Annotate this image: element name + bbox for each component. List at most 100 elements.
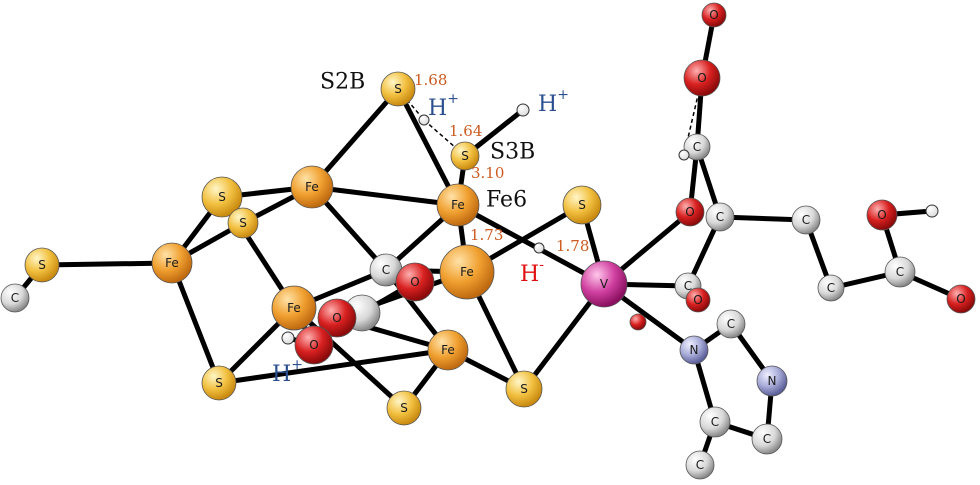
atom-symbol: S (400, 401, 408, 415)
atom-symbol: C (827, 281, 835, 295)
atom-sphere (201, 176, 243, 218)
bond-Fe_bl-S_bot (291, 305, 407, 411)
atom-fe-bot: Fe (427, 329, 469, 371)
atom-c-his3: C (751, 423, 783, 455)
bond-S_left-Fe_left (39, 260, 175, 268)
atom-sphere (290, 165, 334, 209)
atom-symbol: Fe (165, 256, 179, 270)
atom-symbol: C (382, 263, 390, 277)
atom-o-top: O (701, 2, 727, 28)
atom-s-br: S (505, 370, 543, 408)
atom-symbol: C (763, 432, 771, 446)
distance-1-73: 1.73 (470, 226, 503, 244)
atom-n-his1: N (679, 335, 709, 365)
atom-symbol: C (711, 415, 719, 429)
atom-fe6: Fe (436, 183, 480, 227)
atom-sphere (418, 114, 430, 126)
atom-symbol: S (394, 82, 402, 96)
atom-symbol: S (520, 382, 528, 396)
atom-fe-center: Fe (439, 244, 495, 300)
atom-s-right: S (562, 185, 602, 225)
distance-1-78: 1.78 (556, 237, 589, 255)
atom-h-hc2 (925, 204, 939, 218)
atom-h-hc (678, 149, 690, 161)
atom-c-hc4: C (817, 274, 845, 302)
h-plus-bottom-label: H+ (272, 357, 303, 387)
atom-sphere (24, 247, 60, 283)
atom-symbol: O (332, 311, 341, 325)
atom-sphere (439, 244, 495, 300)
atom-symbol: C (693, 140, 701, 154)
atom-sphere (386, 390, 422, 426)
atom-h-s3b (516, 103, 530, 117)
atom-c-hc3: C (791, 205, 821, 235)
bond-Fe_left-S_bl (169, 260, 222, 386)
atom-sphere (751, 423, 783, 455)
atom-symbol: O (877, 208, 886, 222)
atom-sphere (533, 242, 545, 254)
atom-s3b: S (450, 141, 480, 171)
atom-c-his1: C (716, 309, 746, 339)
atom-h-o (281, 331, 295, 345)
atom-sphere (271, 285, 317, 331)
atom-sphere (294, 325, 334, 365)
atom-sphere (427, 329, 469, 371)
atom-symbol: Fe (305, 180, 319, 194)
atom-sphere (683, 59, 721, 97)
atom-c-hc2: C (705, 202, 735, 232)
atom-symbol: S (38, 258, 46, 272)
atom-symbol: O (685, 205, 694, 219)
atom-sphere (395, 262, 435, 302)
atom-symbol: O (956, 292, 965, 306)
atom-symbol: Fe (287, 301, 301, 315)
atom-fe-bl: Fe (271, 285, 317, 331)
atom-o-hc2: O (866, 199, 898, 231)
atom-sphere (675, 197, 705, 227)
atom-c-his4: C (685, 450, 715, 480)
atom-symbol: C (696, 458, 704, 472)
atom-sphere (317, 298, 357, 338)
atom-o-1: O (395, 262, 435, 302)
atom-h-hydride (533, 242, 545, 254)
atom-v: V (580, 260, 628, 308)
atom-sphere (716, 309, 746, 339)
atom-sphere (685, 450, 715, 480)
atom-symbol: C (11, 291, 19, 305)
atom-sphere (701, 2, 727, 28)
bond-Fe_top-Fe6 (309, 184, 461, 208)
atom-c-left: C (0, 283, 30, 313)
atom-symbol: S (461, 149, 469, 163)
atom-s-bl: S (201, 365, 237, 401)
atom-sphere (705, 202, 735, 232)
atom-o-hc3: O (946, 284, 976, 314)
atom-o-hc: O (675, 197, 705, 227)
atom-symbol: Fe (460, 265, 474, 279)
atom-sphere (281, 331, 295, 345)
atom-sphere (817, 274, 845, 302)
atom-symbol: N (768, 374, 777, 388)
atom-symbol: V (600, 277, 609, 291)
atom-sphere (678, 149, 690, 161)
atom-c-hc5: C (884, 256, 916, 288)
h-minus-label: H- (520, 257, 544, 287)
atom-sphere (227, 207, 259, 239)
atom-symbol: O (697, 71, 706, 85)
atom-sphere (436, 183, 480, 227)
atom-symbol: C (802, 213, 810, 227)
atom-sphere (685, 287, 711, 313)
atom-sphere (151, 242, 193, 284)
atom-symbol: S (578, 198, 586, 212)
atom-s2b: S (380, 71, 416, 107)
atom-sphere (516, 103, 530, 117)
atom-o-2: O (317, 298, 357, 338)
bond-Fe_top-S2B (309, 86, 401, 190)
atom-s1: S (201, 176, 243, 218)
atom-o-hc5 (629, 313, 647, 331)
atom-sphere (699, 406, 731, 438)
distance-3-10: 3.10 (471, 164, 504, 182)
atom-sphere (683, 133, 711, 161)
atom-symbol: S (215, 376, 223, 390)
